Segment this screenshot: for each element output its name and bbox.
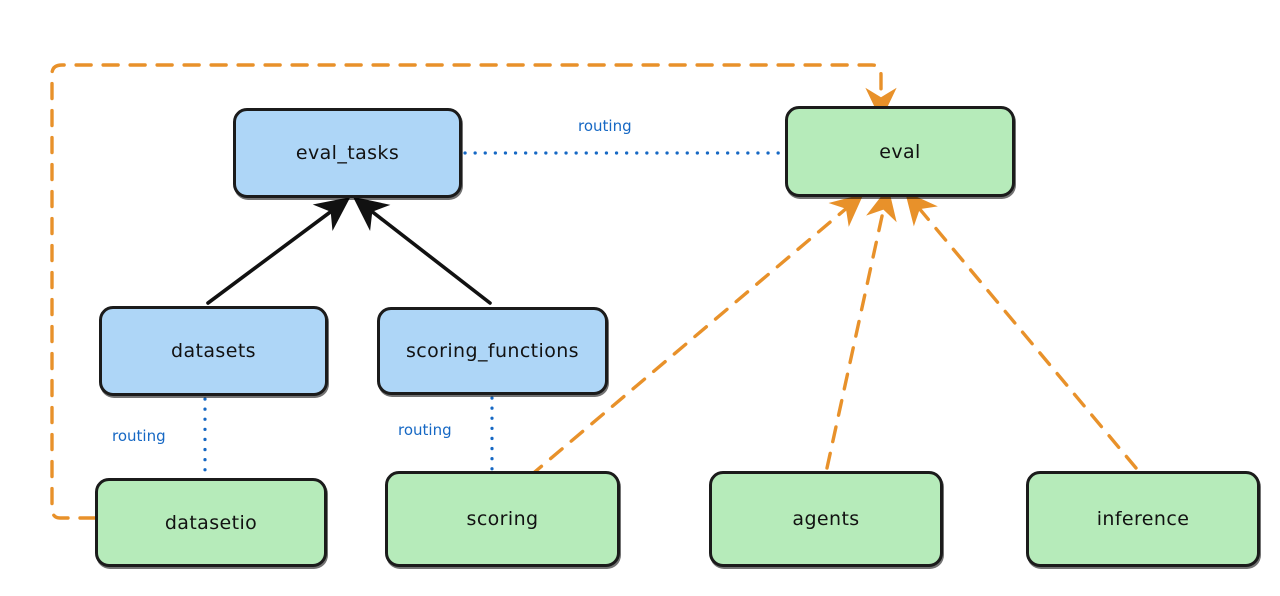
node-eval-tasks[interactable]: eval_tasks bbox=[233, 108, 462, 198]
edge-scoring-to-eval bbox=[528, 193, 864, 478]
edge-label-routing-datasets: routing bbox=[112, 427, 166, 445]
edge-agents-to-eval bbox=[825, 187, 897, 470]
node-eval[interactable]: eval bbox=[785, 106, 1015, 197]
node-label: inference bbox=[1096, 508, 1190, 530]
edge-datasets-to-eval-tasks bbox=[206, 197, 351, 305]
node-label: eval_tasks bbox=[295, 142, 400, 164]
node-datasetio[interactable]: datasetio bbox=[95, 478, 327, 567]
node-scoring-functions[interactable]: scoring_functions bbox=[377, 307, 608, 395]
node-label: agents bbox=[792, 508, 860, 530]
node-label: scoring bbox=[466, 508, 539, 530]
node-scoring[interactable]: scoring bbox=[385, 471, 620, 567]
node-agents[interactable]: agents bbox=[709, 471, 943, 567]
node-label: scoring_functions bbox=[406, 340, 579, 362]
node-datasets[interactable]: datasets bbox=[99, 306, 328, 396]
edge-label-routing-scoring-functions: routing bbox=[398, 421, 452, 439]
edge-scoring-functions-to-eval-tasks bbox=[352, 196, 492, 305]
node-label: datasets bbox=[171, 340, 256, 362]
node-label: datasetio bbox=[164, 511, 258, 534]
edge-inference-to-eval bbox=[904, 191, 1138, 470]
node-inference[interactable]: inference bbox=[1026, 471, 1260, 567]
edge-datasetio-to-eval bbox=[50, 63, 897, 520]
edge-label-routing-eval-tasks: routing bbox=[578, 117, 632, 135]
node-label: eval bbox=[879, 140, 921, 163]
